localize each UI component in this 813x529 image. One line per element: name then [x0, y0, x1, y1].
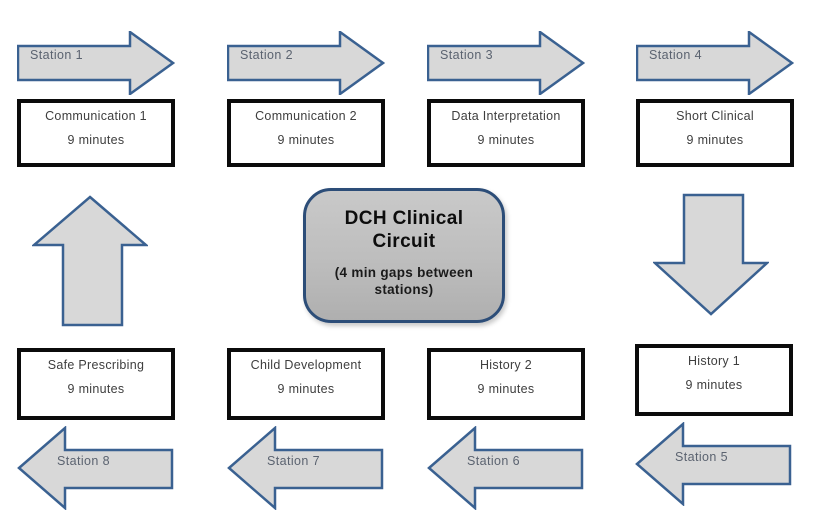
- station-2-label: Station 2: [240, 48, 293, 62]
- station-5-box: History 1 9 minutes: [635, 344, 793, 416]
- arrow-down-icon: [653, 193, 769, 316]
- arrow-left-icon: [227, 426, 384, 510]
- station-6-box: History 2 9 minutes: [427, 348, 585, 420]
- station-4-label: Station 4: [649, 48, 702, 62]
- station-3-label: Station 3: [440, 48, 493, 62]
- station-box-duration: 9 minutes: [477, 382, 535, 396]
- station-8-group: Safe Prescribing 9 minutes Station 8: [17, 348, 175, 518]
- arrow-right-icon: [227, 31, 385, 95]
- station-7-group: Child Development 9 minutes Station 7: [227, 348, 385, 518]
- station-box-title: Short Clinical: [676, 109, 754, 123]
- circuit-subtitle: (4 min gaps between stations): [334, 265, 474, 297]
- station-4-box: Short Clinical 9 minutes: [636, 99, 794, 167]
- station-box-duration: 9 minutes: [686, 133, 744, 147]
- arrow-right-icon: [636, 31, 794, 95]
- station-6-group: History 2 9 minutes Station 6: [427, 348, 585, 518]
- station-5-label: Station 5: [675, 450, 728, 464]
- station-2-box: Communication 2 9 minutes: [227, 99, 385, 167]
- station-box-title: Data Interpretation: [451, 109, 561, 123]
- station-6-label: Station 6: [467, 454, 520, 468]
- circuit-title: DCH Clinical Circuit: [344, 208, 464, 252]
- station-1-box: Communication 1 9 minutes: [17, 99, 175, 167]
- station-box-title: History 1: [687, 354, 741, 368]
- station-box-title: Communication 1: [45, 109, 147, 123]
- station-8-label: Station 8: [57, 454, 110, 468]
- arrow-left-icon: [17, 426, 174, 510]
- station-1-group: Station 1 Communication 1 9 minutes: [17, 31, 175, 171]
- station-box-title: Child Development: [250, 358, 362, 372]
- station-box-title: Safe Prescribing: [47, 358, 145, 372]
- station-1-label: Station 1: [30, 48, 83, 62]
- circuit-title-card: DCH Clinical Circuit (4 min gaps between…: [303, 188, 505, 323]
- station-box-title: History 2: [479, 358, 533, 372]
- station-8-box: Safe Prescribing 9 minutes: [17, 348, 175, 420]
- station-box-duration: 9 minutes: [277, 382, 335, 396]
- station-3-box: Data Interpretation 9 minutes: [427, 99, 585, 167]
- station-box-duration: 9 minutes: [67, 382, 125, 396]
- station-box-duration: 9 minutes: [67, 133, 125, 147]
- station-7-label: Station 7: [267, 454, 320, 468]
- arrow-right-icon: [427, 31, 585, 95]
- station-2-group: Station 2 Communication 2 9 minutes: [227, 31, 385, 171]
- arrow-left-icon: [635, 422, 792, 506]
- arrow-up-icon: [32, 195, 148, 327]
- station-7-box: Child Development 9 minutes: [227, 348, 385, 420]
- station-box-duration: 9 minutes: [277, 133, 335, 147]
- station-3-group: Station 3 Data Interpretation 9 minutes: [427, 31, 585, 171]
- station-4-group: Station 4 Short Clinical 9 minutes: [636, 31, 794, 171]
- station-box-title: Communication 2: [255, 109, 357, 123]
- station-box-duration: 9 minutes: [477, 133, 535, 147]
- arrow-left-icon: [427, 426, 584, 510]
- station-5-group: History 1 9 minutes Station 5: [635, 344, 793, 514]
- station-box-duration: 9 minutes: [685, 378, 743, 392]
- arrow-right-icon: [17, 31, 175, 95]
